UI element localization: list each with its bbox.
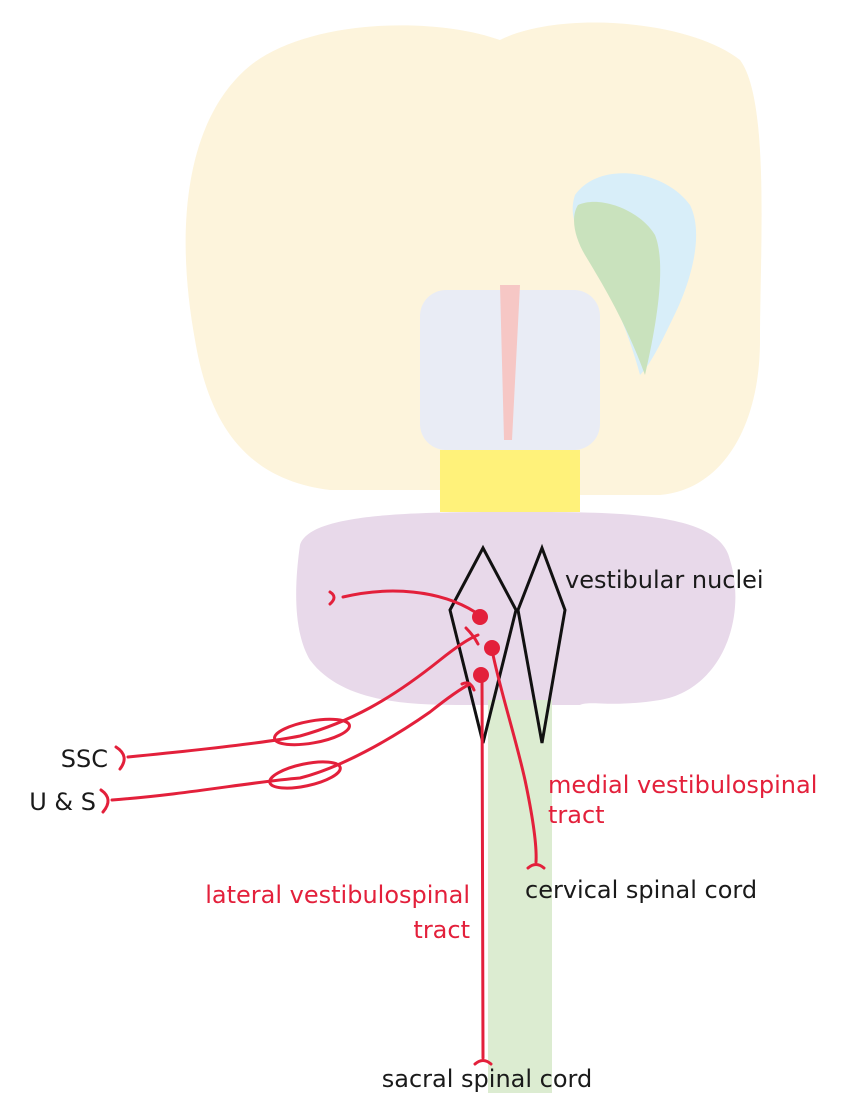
label-medial-tract-line2: tract <box>548 801 605 829</box>
us-ganglion <box>267 757 342 793</box>
cell-body-upper <box>472 609 488 625</box>
label-lateral-tract-line2: tract <box>413 916 470 944</box>
label-u-and-s: U & S <box>29 788 96 816</box>
lateral-vestibulospinal-tract-fiber <box>482 676 483 1058</box>
cell-body-lower <box>473 667 489 683</box>
pons-band <box>440 450 580 512</box>
ssc-terminal <box>116 747 124 769</box>
cell-body-middle <box>484 640 500 656</box>
label-medial-tract-line1: medial vestibulospinal <box>548 771 817 799</box>
label-sacral-spinal-cord: sacral spinal cord <box>382 1065 592 1093</box>
label-cervical-spinal-cord: cervical spinal cord <box>525 876 757 904</box>
label-ssc: SSC <box>61 745 108 773</box>
label-vestibular-nuclei: vestibular nuclei <box>565 566 764 594</box>
sacral-terminal <box>475 1061 491 1065</box>
label-lateral-tract-line1: lateral vestibulospinal <box>205 881 470 909</box>
brain-background <box>186 23 762 1093</box>
us-terminal <box>101 790 108 812</box>
